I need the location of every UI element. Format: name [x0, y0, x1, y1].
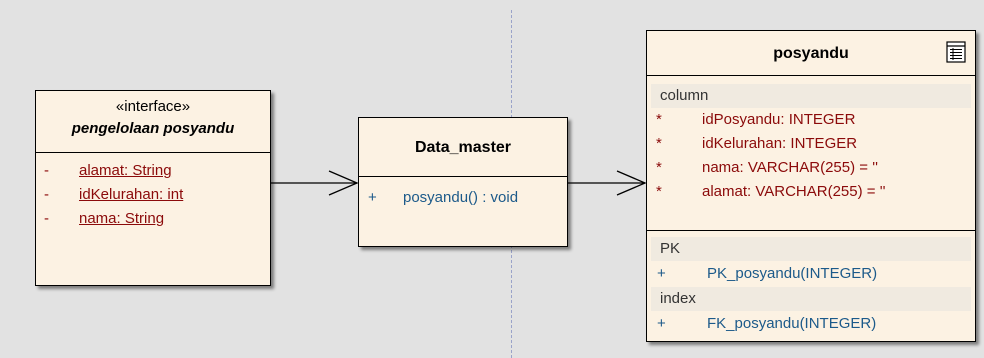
interface-stereotype: «interface»	[115, 98, 191, 115]
interface-name: pengelolaan posyandu	[71, 120, 235, 137]
column-text: alamat: VARCHAR(255) = ''	[702, 183, 886, 200]
class-box[interactable]: Data_master + posyandu() : void	[358, 117, 568, 247]
visibility-marker: -	[44, 162, 49, 179]
column-text: idPosyandu: INTEGER	[702, 111, 856, 128]
table-box[interactable]: posyandu column * idPosyandu: INTEGER * …	[646, 30, 976, 342]
table-column[interactable]: * alamat: VARCHAR(255) = ''	[647, 180, 975, 204]
table-column[interactable]: * nama: VARCHAR(255) = ''	[647, 156, 975, 180]
visibility-marker: -	[44, 186, 49, 203]
class-name: Data_master	[359, 118, 567, 177]
operation-text: posyandu() : void	[403, 189, 519, 206]
attribute-text: idKelurahan: int	[79, 186, 184, 203]
table-name: posyandu	[773, 45, 849, 62]
required-marker: *	[656, 111, 662, 128]
section-label-pk: PK	[651, 237, 971, 261]
interface-header: «interface» pengelolaan posyandu	[36, 91, 270, 153]
visibility-marker: -	[44, 210, 49, 227]
index-row[interactable]: + FK_posyandu(INTEGER)	[647, 311, 975, 337]
visibility-marker: +	[657, 315, 666, 332]
keys-section: PK + PK_posyandu(INTEGER) index + FK_pos…	[647, 230, 975, 337]
visibility-marker: +	[368, 189, 377, 206]
table-icon	[946, 41, 966, 63]
column-text: nama: VARCHAR(255) = ''	[702, 159, 878, 176]
primary-key-text: PK_posyandu(INTEGER)	[707, 265, 878, 282]
required-marker: *	[656, 183, 662, 200]
interface-attribute[interactable]: - idKelurahan: int	[36, 183, 270, 207]
section-label-column: column	[651, 84, 971, 108]
primary-key-row[interactable]: + PK_posyandu(INTEGER)	[647, 261, 975, 287]
visibility-marker: +	[657, 265, 666, 282]
columns-section: column * idPosyandu: INTEGER * idKelurah…	[647, 76, 975, 230]
table-header: posyandu	[647, 31, 975, 76]
interface-attributes: - alamat: String - idKelurahan: int - na…	[36, 153, 270, 231]
index-text: FK_posyandu(INTEGER)	[707, 315, 877, 332]
required-marker: *	[656, 135, 662, 152]
table-column[interactable]: * idKelurahan: INTEGER	[647, 132, 975, 156]
section-label-index: index	[651, 287, 971, 311]
attribute-text: nama: String	[79, 210, 165, 227]
interface-attribute[interactable]: - nama: String	[36, 207, 270, 231]
class-operation[interactable]: + posyandu() : void	[359, 186, 567, 210]
required-marker: *	[656, 159, 662, 176]
association-master-to-table[interactable]	[568, 170, 647, 196]
column-text: idKelurahan: INTEGER	[702, 135, 858, 152]
attribute-text: alamat: String	[79, 162, 172, 179]
interface-attribute[interactable]: - alamat: String	[36, 159, 270, 183]
interface-box[interactable]: «interface» pengelolaan posyandu - alama…	[35, 90, 271, 286]
table-column[interactable]: * idPosyandu: INTEGER	[647, 108, 975, 132]
association-interface-to-master[interactable]	[271, 170, 359, 196]
